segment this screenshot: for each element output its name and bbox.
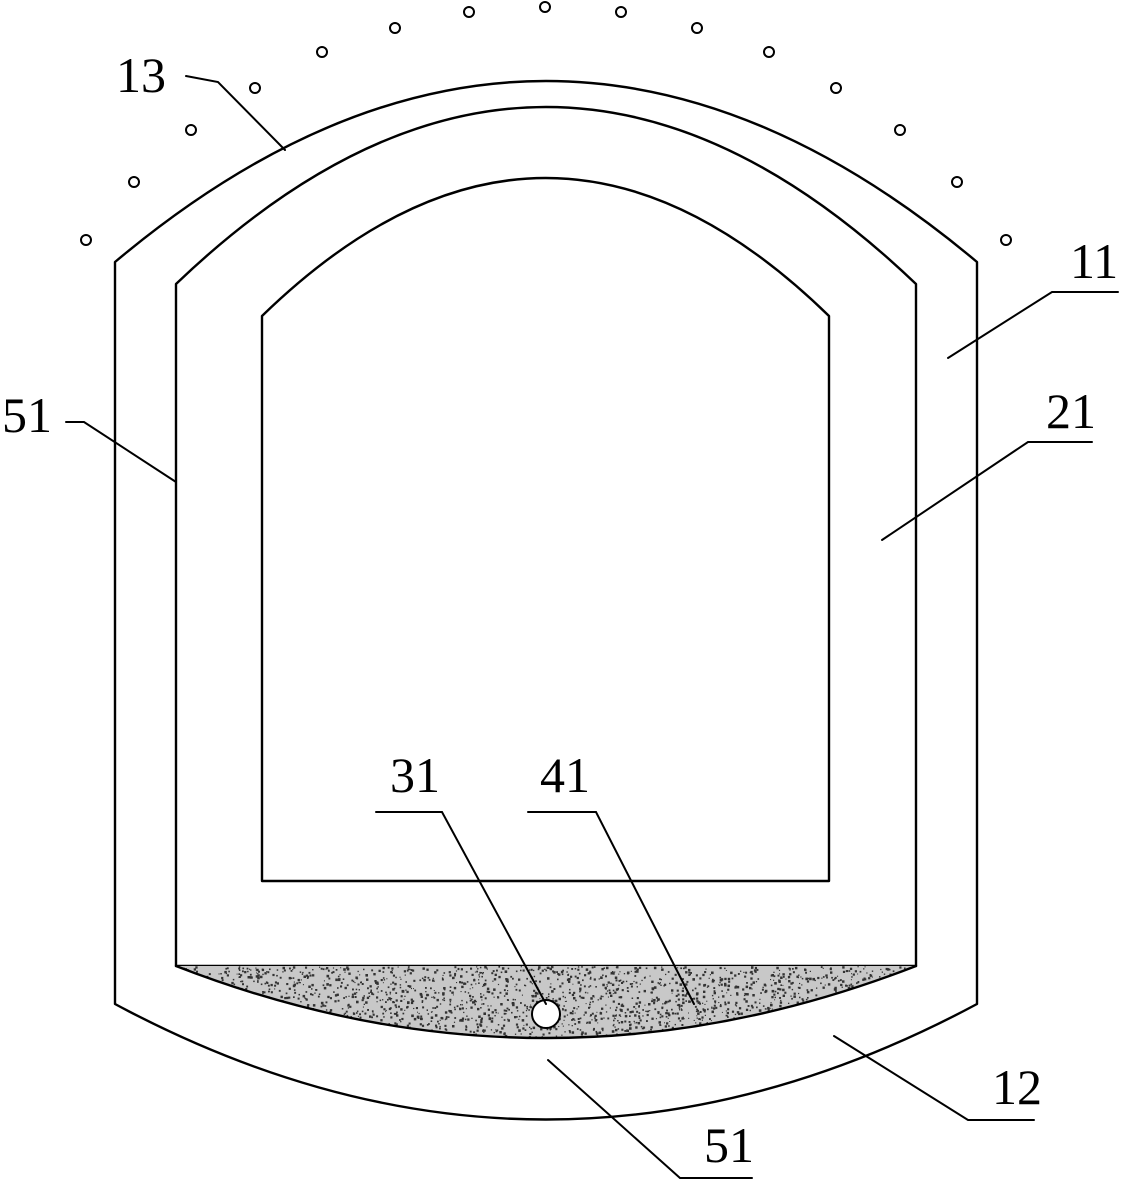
leader-12 <box>833 1035 1035 1121</box>
label-31: 31 <box>390 747 440 803</box>
top-holes <box>80 1 1012 246</box>
leader-21 <box>881 441 1093 541</box>
top-hole <box>691 22 703 34</box>
leader-41 <box>527 811 695 1005</box>
label-41: 41 <box>540 747 590 803</box>
outer-shell <box>113 79 979 1121</box>
middle-wall <box>174 105 918 968</box>
label-51-left: 51 <box>2 387 52 443</box>
top-hole <box>185 124 197 136</box>
label-11: 11 <box>1070 233 1118 289</box>
top-hole <box>539 1 551 13</box>
label-21: 21 <box>1046 383 1096 439</box>
leader-51-left <box>65 421 177 483</box>
top-hole <box>615 6 627 18</box>
inner-chamber <box>260 176 831 883</box>
fill-layer-outline <box>174 964 918 1040</box>
top-hole <box>80 234 92 246</box>
top-hole <box>763 46 775 58</box>
top-hole <box>128 176 140 188</box>
top-hole <box>389 22 401 34</box>
leader-31 <box>375 811 547 1005</box>
leader-11 <box>947 291 1119 359</box>
label-51-bottom: 51 <box>704 1117 754 1173</box>
top-hole <box>249 82 261 94</box>
top-hole <box>463 6 475 18</box>
top-hole <box>316 46 328 58</box>
leader-13 <box>185 75 286 151</box>
top-hole <box>1000 234 1012 246</box>
label-12: 12 <box>992 1059 1042 1115</box>
pipe-circle <box>531 999 561 1029</box>
top-hole <box>951 176 963 188</box>
top-hole <box>894 124 906 136</box>
leader-51-bottom <box>547 1059 753 1179</box>
label-13: 13 <box>116 47 166 103</box>
top-hole <box>830 82 842 94</box>
